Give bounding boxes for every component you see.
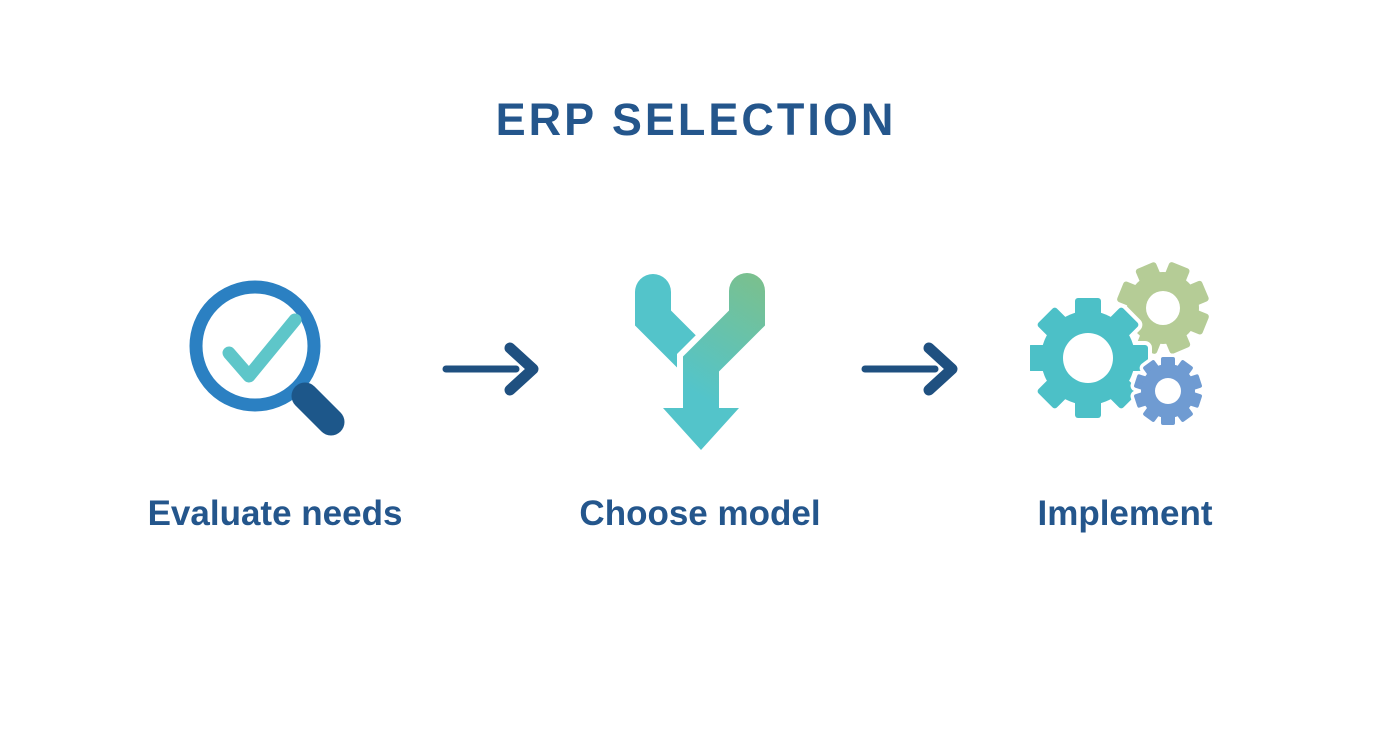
step-evaluate-needs: Evaluate needs bbox=[95, 0, 455, 752]
magnifier-check-icon bbox=[189, 280, 345, 436]
gear-blue-hole bbox=[1155, 378, 1181, 404]
step-icon-box bbox=[95, 264, 455, 454]
step-icon-box bbox=[945, 258, 1305, 438]
branch-left bbox=[635, 274, 714, 379]
step-label: Implement bbox=[1037, 494, 1213, 533]
step-icon-box bbox=[520, 270, 880, 460]
gear-green-hole bbox=[1146, 291, 1180, 325]
arrow-right-icon bbox=[442, 342, 539, 396]
arrow-right-icon bbox=[861, 342, 958, 396]
step-label: Choose model bbox=[579, 494, 821, 533]
arrow-down-head bbox=[663, 408, 739, 450]
branch-merge-arrow-icon bbox=[635, 270, 770, 450]
step-label: Evaluate needs bbox=[147, 494, 403, 533]
gear-teal-hole bbox=[1063, 333, 1113, 383]
branch-right bbox=[683, 273, 765, 430]
page-title: ERP SELECTION bbox=[495, 94, 897, 145]
arrow-head bbox=[504, 342, 539, 396]
gears-icon bbox=[1030, 262, 1209, 429]
checkmark-icon bbox=[222, 313, 302, 383]
magnifier-ring bbox=[189, 280, 321, 412]
arrow-head bbox=[923, 342, 958, 396]
magnifier-handle bbox=[291, 382, 345, 436]
step-implement: Implement bbox=[945, 0, 1305, 752]
step-choose-model: Choose model bbox=[520, 0, 880, 752]
